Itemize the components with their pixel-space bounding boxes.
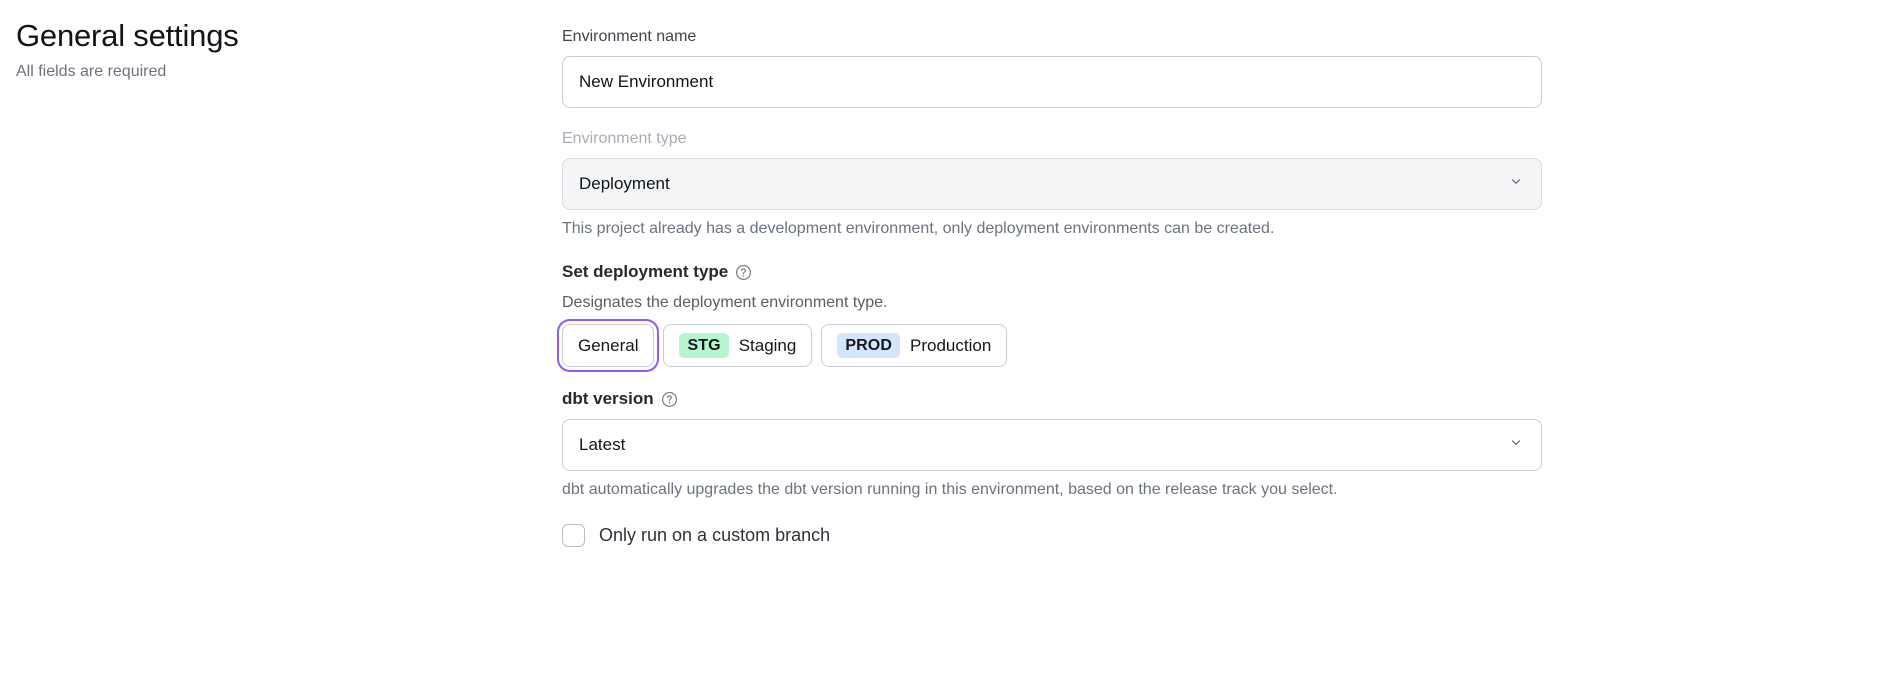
spacer	[562, 240, 1542, 260]
staging-badge: STG	[679, 333, 729, 358]
environment-name-field: Environment name	[562, 26, 1542, 108]
deployment-type-option-staging-label: Staging	[738, 335, 797, 355]
deployment-type-option-production-label: Production	[910, 335, 992, 355]
dbt-version-field: dbt version Latest dbt aut	[562, 387, 1542, 501]
dbt-version-value: Latest	[579, 435, 626, 454]
deployment-type-option-production[interactable]: PROD Production	[821, 324, 1008, 367]
question-circle-icon[interactable]	[735, 264, 752, 281]
page-subtitle: All fields are required	[16, 63, 167, 80]
dbt-version-help-text: dbt automatically upgrades the dbt versi…	[562, 481, 1338, 498]
chevron-down-icon	[1509, 436, 1523, 455]
question-circle-icon[interactable]	[661, 391, 678, 408]
chevron-down-icon	[1509, 175, 1523, 194]
page-title: General settings	[16, 18, 239, 53]
deployment-type-section: Set deployment type Designates the deplo…	[562, 260, 1542, 367]
custom-branch-checkbox[interactable]	[562, 523, 585, 547]
custom-branch-row: Only run on a custom branch	[562, 523, 1542, 547]
environment-type-field: Environment type Deployment This project…	[562, 128, 1542, 240]
production-badge: PROD	[837, 333, 900, 358]
settings-form: Environment name Environment type Deploy…	[562, 26, 1542, 547]
deployment-type-option-general-label: General	[578, 335, 639, 355]
spacer	[562, 367, 1542, 387]
deployment-type-description: Designates the deployment environment ty…	[562, 294, 888, 311]
environment-type-select[interactable]: Deployment	[562, 158, 1542, 210]
deployment-type-option-general[interactable]: General	[562, 324, 655, 367]
environment-type-value: Deployment	[579, 174, 670, 193]
dbt-version-label: dbt version	[562, 389, 654, 408]
deployment-type-option-staging[interactable]: STG Staging	[663, 324, 813, 367]
spacer	[562, 108, 1542, 128]
environment-name-label: Environment name	[562, 28, 697, 45]
dbt-version-title-row: dbt version	[562, 387, 1542, 411]
deployment-type-title-row: Set deployment type	[562, 260, 1542, 284]
settings-header: General settings All fields are required	[16, 16, 516, 84]
environment-type-label: Environment type	[562, 130, 687, 147]
environment-type-help-text: This project already has a development e…	[562, 220, 1275, 237]
deployment-type-options: General STG Staging PROD Production	[562, 324, 1542, 367]
environment-name-input[interactable]	[562, 56, 1542, 108]
dbt-version-select[interactable]: Latest	[562, 419, 1542, 471]
custom-branch-label: Only run on a custom branch	[599, 525, 831, 545]
deployment-type-title: Set deployment type	[562, 262, 729, 281]
